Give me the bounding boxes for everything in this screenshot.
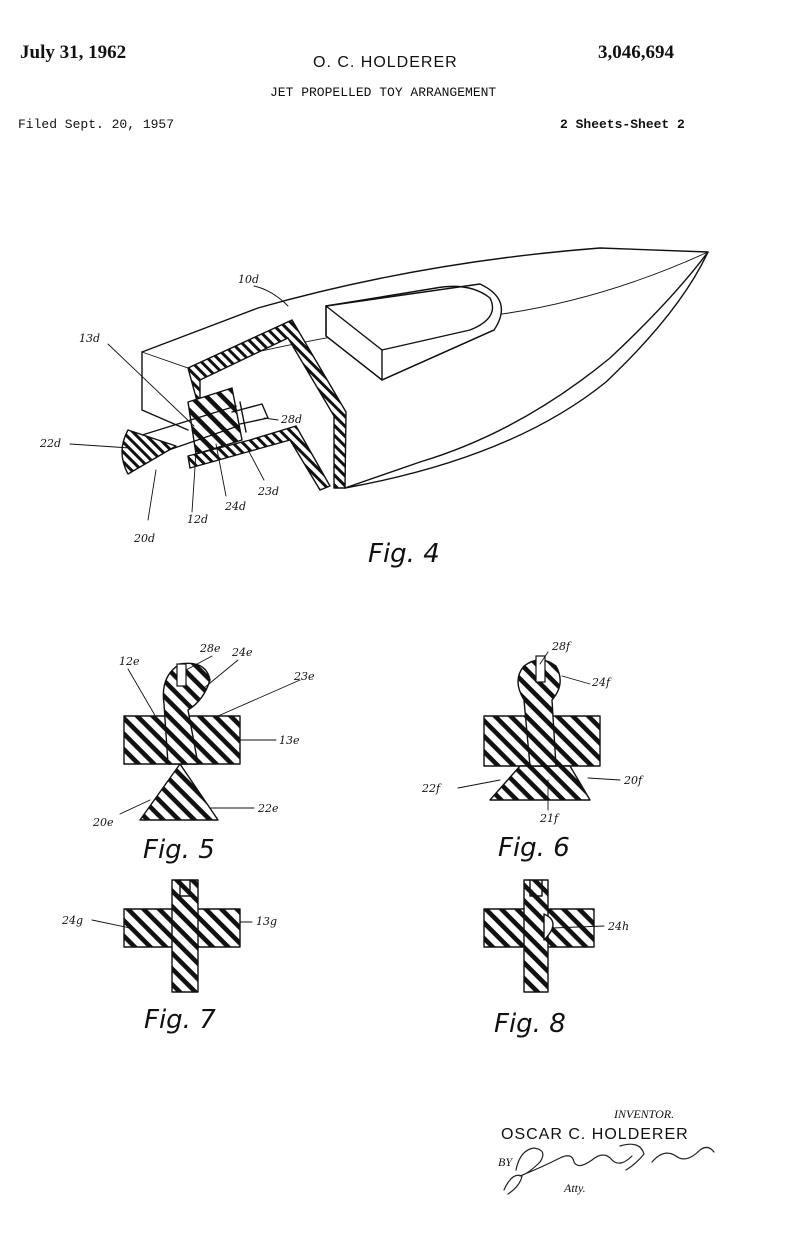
ref-24f: 24f	[591, 676, 612, 689]
ref-24h: 24h	[607, 920, 629, 933]
cabin	[325, 283, 503, 381]
ref-10d: 10d	[238, 273, 259, 286]
hull-bottom-curve	[344, 251, 709, 489]
attorney-label: Atty.	[563, 1181, 586, 1195]
ref-28e: 28e	[199, 642, 221, 655]
fig-4-leader-lines	[69, 285, 289, 521]
fig-6-section-drawing: 28f 24f 22f 20f 21f Fig. 6	[421, 640, 644, 863]
fig-6-slot	[535, 655, 546, 683]
inventor-block: INVENTOR. OSCAR C. HOLDERER BY Atty.	[498, 1107, 715, 1195]
ref-22f: 22f	[421, 782, 442, 795]
ref-23d: 23d	[257, 485, 279, 498]
ref-24e: 24e	[231, 646, 253, 659]
fig-5-slot	[176, 663, 187, 687]
patent-number: 3,046,694	[598, 42, 675, 63]
inventor-short-name: O. C. HOLDERER	[313, 54, 458, 71]
ref-13d: 13d	[79, 332, 100, 345]
stem-detail	[231, 401, 269, 433]
filed-date: Filed Sept. 20, 1957	[18, 117, 174, 132]
fig-6-leader-lines	[457, 651, 621, 811]
ref-20f: 20f	[623, 774, 644, 787]
fig-5-leader-lines	[119, 655, 301, 815]
attorney-signature	[503, 1143, 715, 1195]
fig-6-stem	[517, 659, 561, 767]
patent-title: JET PROPELLED TOY ARRANGEMENT	[270, 85, 496, 100]
nozzle-block	[187, 387, 243, 455]
fig-8-bulb	[543, 913, 554, 941]
fig-5-stem	[162, 662, 211, 765]
ref-20d: 20d	[133, 532, 155, 545]
hull-transom	[141, 351, 189, 431]
fig-7-caption: Fig. 7	[144, 1005, 216, 1035]
patent-date: July 31, 1962	[20, 42, 126, 63]
ref-21f: 21f	[539, 812, 560, 825]
ref-23e: 23e	[293, 670, 315, 683]
hull-cutaway-wall	[187, 319, 347, 489]
hull-top-edge	[141, 247, 709, 489]
fig-8-section-drawing: 24h Fig. 8	[483, 879, 629, 1039]
fig-5-base-cone	[139, 763, 219, 821]
inventor-label: INVENTOR.	[613, 1107, 674, 1121]
ref-12e: 12e	[119, 655, 140, 668]
fig-8-slot	[529, 879, 543, 897]
fig-7-section-drawing: 24g 13g Fig. 7	[61, 879, 277, 1035]
fig-8-leader-lines	[551, 925, 605, 929]
ref-28d: 28d	[280, 413, 302, 426]
hull-bottom-wall	[187, 425, 331, 491]
ref-13e: 13e	[279, 734, 300, 747]
ref-24g: 24g	[61, 914, 83, 927]
nozzle-cone	[121, 429, 177, 475]
fig-6-base-cone	[489, 765, 591, 801]
ref-22e: 22e	[257, 802, 279, 815]
patent-header: July 31, 1962 O. C. HOLDERER 3,046,694 J…	[18, 42, 685, 132]
ref-28f: 28f	[551, 640, 572, 653]
inventor-name: OSCAR C. HOLDERER	[501, 1126, 689, 1143]
fig-5-caption: Fig. 5	[143, 835, 215, 865]
fig-4-caption: Fig. 4	[368, 539, 440, 569]
fig-7-pin	[171, 879, 199, 993]
fig-6-caption: Fig. 6	[498, 833, 570, 863]
fig-8-pin	[523, 879, 549, 993]
fig-7-leader-lines	[91, 919, 253, 929]
fig-7-slot	[179, 879, 191, 897]
by-label: BY	[498, 1155, 513, 1169]
ref-13g: 13g	[256, 915, 277, 928]
ref-22d: 22d	[39, 437, 61, 450]
sheet-count: 2 Sheets-Sheet 2	[560, 117, 685, 132]
ref-20e: 20e	[92, 816, 114, 829]
fig-4-boat-drawing: 10d 13d 28d 22d 23d 24d 12d 20d Fig. 4	[39, 247, 709, 569]
fig-5-section-drawing: 12e 28e 24e 23e 13e 22e 20e Fig. 5	[92, 642, 315, 865]
fig-8-caption: Fig. 8	[494, 1009, 566, 1039]
ref-24d: 24d	[224, 500, 246, 513]
ref-12d: 12d	[187, 513, 208, 526]
